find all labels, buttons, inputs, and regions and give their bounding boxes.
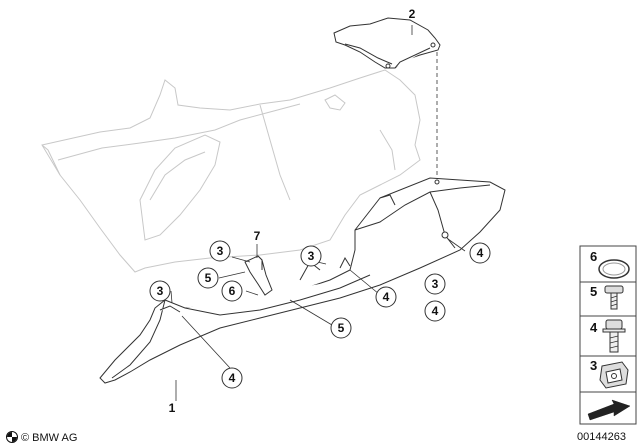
- part-7-small-bracket: [244, 255, 273, 296]
- background-instrument-panel: [41, 69, 421, 273]
- bolt-icon: [602, 319, 626, 353]
- callout-number: 5: [205, 271, 212, 285]
- screw-icon: [604, 285, 624, 310]
- legend-number-6: 6: [590, 249, 597, 264]
- leader-lines: [170, 25, 466, 401]
- legend-number-4: 4: [590, 320, 598, 335]
- callout-number: 6: [229, 284, 236, 298]
- callout-number: 4: [477, 246, 484, 260]
- callout-number: 4: [432, 304, 439, 318]
- callout-4-c: 4: [424, 300, 446, 322]
- o-ring-icon: [598, 259, 630, 279]
- callout-2: 2: [409, 7, 416, 21]
- arrow-icon: [587, 399, 631, 421]
- callout-number: 3: [217, 244, 224, 258]
- callout-5-a: 5: [197, 267, 219, 289]
- legend-number-3: 3: [590, 358, 597, 373]
- callout-6: 6: [221, 280, 243, 302]
- callout-number: 3: [157, 284, 164, 298]
- callout-number: 7: [254, 229, 261, 243]
- callout-5-b: 5: [330, 317, 352, 339]
- document-number: 00144263: [577, 431, 626, 443]
- callout-number: 4: [229, 371, 236, 385]
- copyright-label: © BMW AG: [6, 431, 77, 444]
- part-1-lower-trim-panel: [99, 177, 506, 384]
- legend-number-5: 5: [590, 284, 597, 299]
- callout-3-c: 3: [149, 280, 171, 302]
- part-2-upper-bracket: [333, 17, 441, 69]
- callout-number: 1: [169, 401, 176, 415]
- callout-number: 3: [432, 277, 439, 291]
- callout-number: 5: [338, 321, 345, 335]
- callout-1: 1: [169, 401, 176, 415]
- callout-4-a: 4: [469, 242, 491, 264]
- callout-4-d: 4: [221, 367, 243, 389]
- fastener-legend: 6 5 4 3: [579, 245, 637, 425]
- copyright-text: © BMW AG: [21, 432, 78, 444]
- callout-number: 2: [409, 7, 416, 21]
- callout-7: 7: [254, 229, 261, 243]
- bmw-logo-icon: [6, 431, 18, 443]
- callout-3-b: 3: [300, 245, 322, 267]
- callout-4-b: 4: [375, 286, 397, 308]
- callout-3-d: 3: [424, 273, 446, 295]
- clip-nut-icon: [599, 361, 629, 389]
- callout-number: 4: [383, 290, 390, 304]
- callout-3-a: 3: [209, 240, 231, 262]
- callout-number: 3: [308, 249, 315, 263]
